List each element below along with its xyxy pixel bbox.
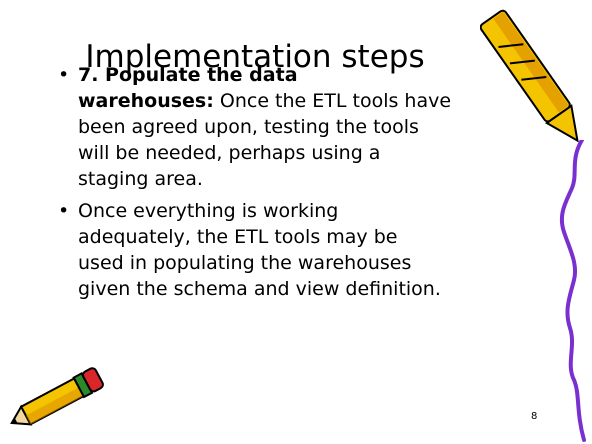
bullet-line: warehouses: Once the ETL tools have xyxy=(78,90,452,112)
pencil-shade xyxy=(25,387,84,425)
bullet-line: used in populating the warehouses xyxy=(78,252,412,274)
bullet-list: • 7. Populate the data warehouses: Once … xyxy=(58,62,558,302)
bullet-line: will be needed, perhaps using a xyxy=(78,142,381,164)
squiggle-line-icon xyxy=(559,140,586,442)
bullet-line: 7. Populate the data xyxy=(78,64,298,86)
crayon-stripes xyxy=(498,43,547,81)
slide-title: Implementation steps xyxy=(85,38,425,75)
bullet-line: been agreed upon, testing the tools xyxy=(78,116,419,138)
bullet-item: • 7. Populate the data warehouses: Once … xyxy=(58,62,558,192)
crayon-shade xyxy=(493,11,569,113)
bullet-marker: • xyxy=(58,200,70,222)
squiggle-path xyxy=(559,140,586,442)
crayon-icon xyxy=(480,9,579,143)
crayon-tip xyxy=(544,104,579,143)
pencil-lead xyxy=(11,418,18,424)
page-number: 8 xyxy=(531,411,538,422)
bullet-line: Once everything is working xyxy=(78,200,339,222)
bullet-line: adequately, the ETL tools may be xyxy=(78,226,398,248)
bullet-marker: • xyxy=(58,64,70,86)
bullet-line: staging area. xyxy=(78,168,203,190)
bullet-line: given the schema and view definition. xyxy=(78,278,441,300)
bullet-item: • Once everything is working adequately,… xyxy=(58,198,558,302)
pencil-icon xyxy=(10,367,104,426)
pencil-eraser xyxy=(82,367,104,393)
